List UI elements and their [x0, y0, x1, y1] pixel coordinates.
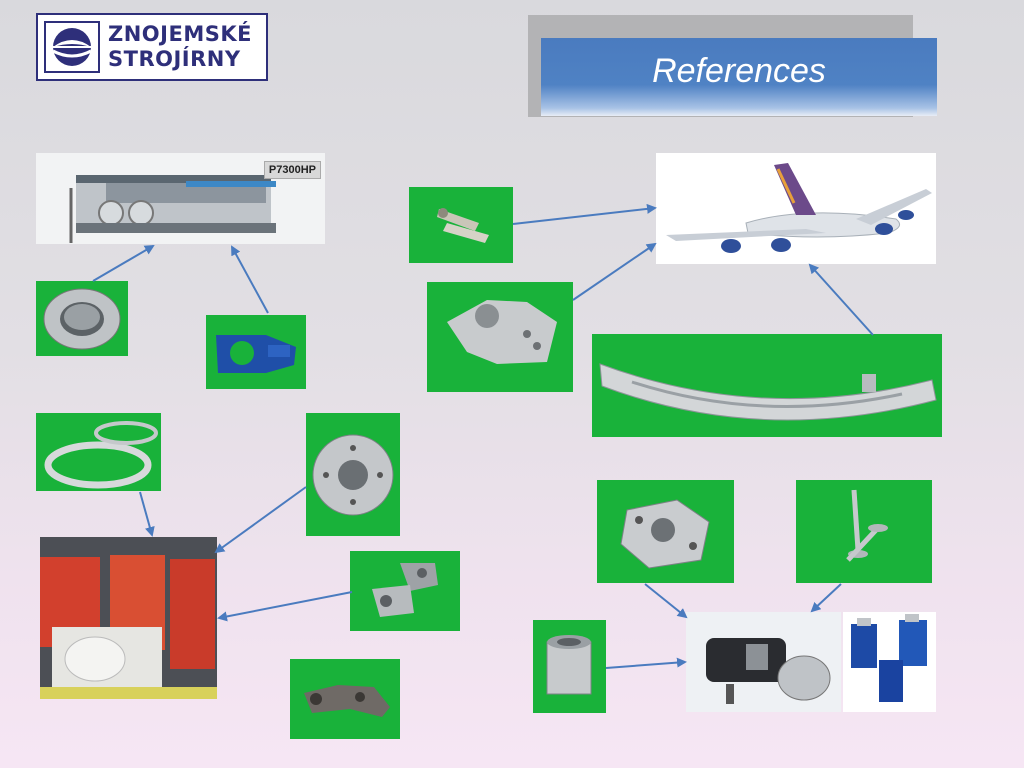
oval-flange-illustration — [620, 499, 710, 569]
weaving-machine-illustration — [36, 153, 325, 244]
printing-machine-illustration — [40, 537, 217, 699]
arrow-beam-to-aircraft — [808, 263, 874, 336]
cast-arm-image — [290, 659, 400, 739]
arrow-oval-to-engine — [644, 583, 688, 619]
aircraft-illustration — [656, 153, 936, 264]
valve-stems-illustration — [846, 489, 888, 562]
hydraulic-units-image — [843, 612, 936, 712]
blue-clamp-illustration — [216, 335, 296, 373]
flange-ring-image — [36, 281, 128, 356]
cast-arm-illustration — [304, 685, 390, 717]
angle-brackets-illustration — [372, 563, 438, 617]
arrow-valves-to-engine — [810, 583, 842, 613]
arrow-flange-to-press — [214, 486, 307, 554]
arrow-clamp-to-loom — [231, 245, 269, 314]
engine-assembly-illustration — [686, 612, 841, 712]
title-banner: References — [541, 38, 937, 116]
thin-rings-illustration — [36, 413, 161, 491]
page-title: References — [652, 52, 826, 90]
curved-beam-image — [592, 334, 942, 437]
small-pins-image — [409, 187, 513, 263]
logo-emblem-icon — [44, 21, 100, 73]
arrow-pins-to-aircraft — [512, 203, 657, 225]
valve-stems-image — [796, 480, 932, 583]
bushing-illustration — [546, 635, 592, 695]
logo-line-2: STROJÍRNY — [108, 47, 241, 71]
printing-machine-image — [40, 537, 217, 699]
arrow-bracket-to-aircraft — [572, 242, 657, 301]
weaving-machine-image: P7300HP — [36, 153, 325, 244]
logo-wordmark: ZNOJEMSKÉ STROJÍRNY — [108, 22, 252, 72]
oval-flange-image — [597, 480, 734, 583]
round-flange-illustration — [312, 434, 394, 516]
machine-model-badge: P7300HP — [263, 161, 321, 179]
bracket-plate-image — [427, 282, 573, 392]
bracket-plate-illustration — [447, 300, 557, 364]
blue-clamp-image — [206, 315, 306, 389]
curved-beam-illustration — [599, 363, 937, 421]
arrow-bushing-to-engine — [605, 657, 687, 669]
arrow-brackets-to-press — [217, 591, 353, 622]
company-logo: ZNOJEMSKÉ STROJÍRNY — [36, 13, 268, 81]
small-pins-illustration — [437, 208, 489, 243]
flange-ring-illustration — [43, 288, 121, 350]
engine-assembly-image — [686, 612, 841, 712]
arrow-rings-to-press — [139, 491, 155, 537]
thin-rings-image — [36, 413, 161, 491]
hydraulic-units-illustration — [843, 612, 936, 712]
bushing-image — [533, 620, 606, 713]
angle-brackets-image — [350, 551, 460, 631]
arrow-flange-to-loom — [92, 244, 155, 282]
aircraft-image — [656, 153, 936, 264]
logo-line-1: ZNOJEMSKÉ — [108, 22, 252, 46]
round-flange-image — [306, 413, 400, 536]
